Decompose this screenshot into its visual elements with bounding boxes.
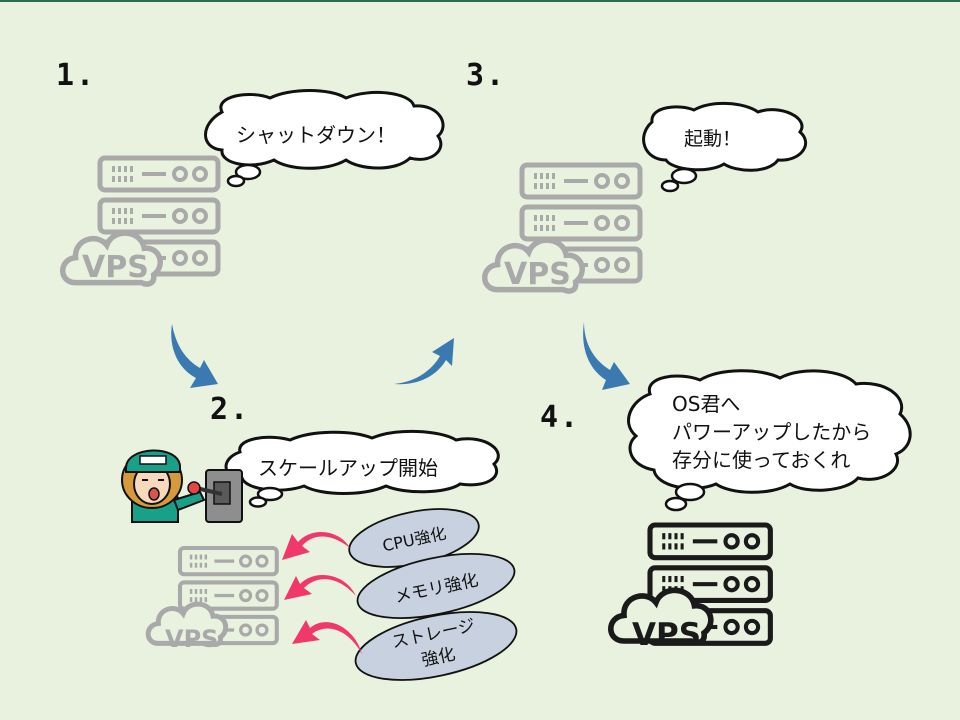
- bubble-text-scaleup: スケールアップ開始: [258, 456, 438, 480]
- worker-icon: [121, 449, 206, 523]
- step-number-3: 3.: [466, 58, 507, 93]
- bubble-text-os-line1: OS君へ: [672, 392, 741, 416]
- arrow-icon: [284, 574, 356, 600]
- lever-icon: [187, 469, 243, 523]
- vps-label: VPS: [82, 250, 149, 285]
- bubble-text-os: OS君へ パワーアップしたから 存分に使っておくれ: [672, 390, 871, 474]
- bubble-text-os-line3: 存分に使っておくれ: [672, 448, 851, 472]
- step-number-1: 1.: [56, 58, 97, 93]
- upgrade-oval: [356, 553, 516, 619]
- top-border: [0, 0, 960, 2]
- arrow-icon: [171, 324, 218, 388]
- arrow-icon: [583, 322, 630, 390]
- arrow-icon: [282, 531, 350, 560]
- speech-bubble: [224, 430, 500, 508]
- arrow-icon: [394, 338, 454, 385]
- step-number-4: 4.: [540, 400, 581, 435]
- bubble-text-boot: 起動！: [684, 128, 742, 150]
- vps-label: VPS: [504, 257, 571, 292]
- vps-label: VPS: [165, 625, 219, 653]
- vps-label: VPS: [632, 617, 702, 653]
- bubble-text-os-line2: パワーアップしたから: [672, 420, 872, 444]
- speech-bubble: [627, 369, 912, 512]
- upgrade-oval: [354, 611, 518, 681]
- arrow-icon: [292, 620, 362, 654]
- speech-bubble: [204, 89, 445, 188]
- step-number-2: 2.: [210, 392, 251, 427]
- bubble-text-shutdown: シャットダウン！: [236, 123, 396, 147]
- speech-bubble: [642, 101, 808, 193]
